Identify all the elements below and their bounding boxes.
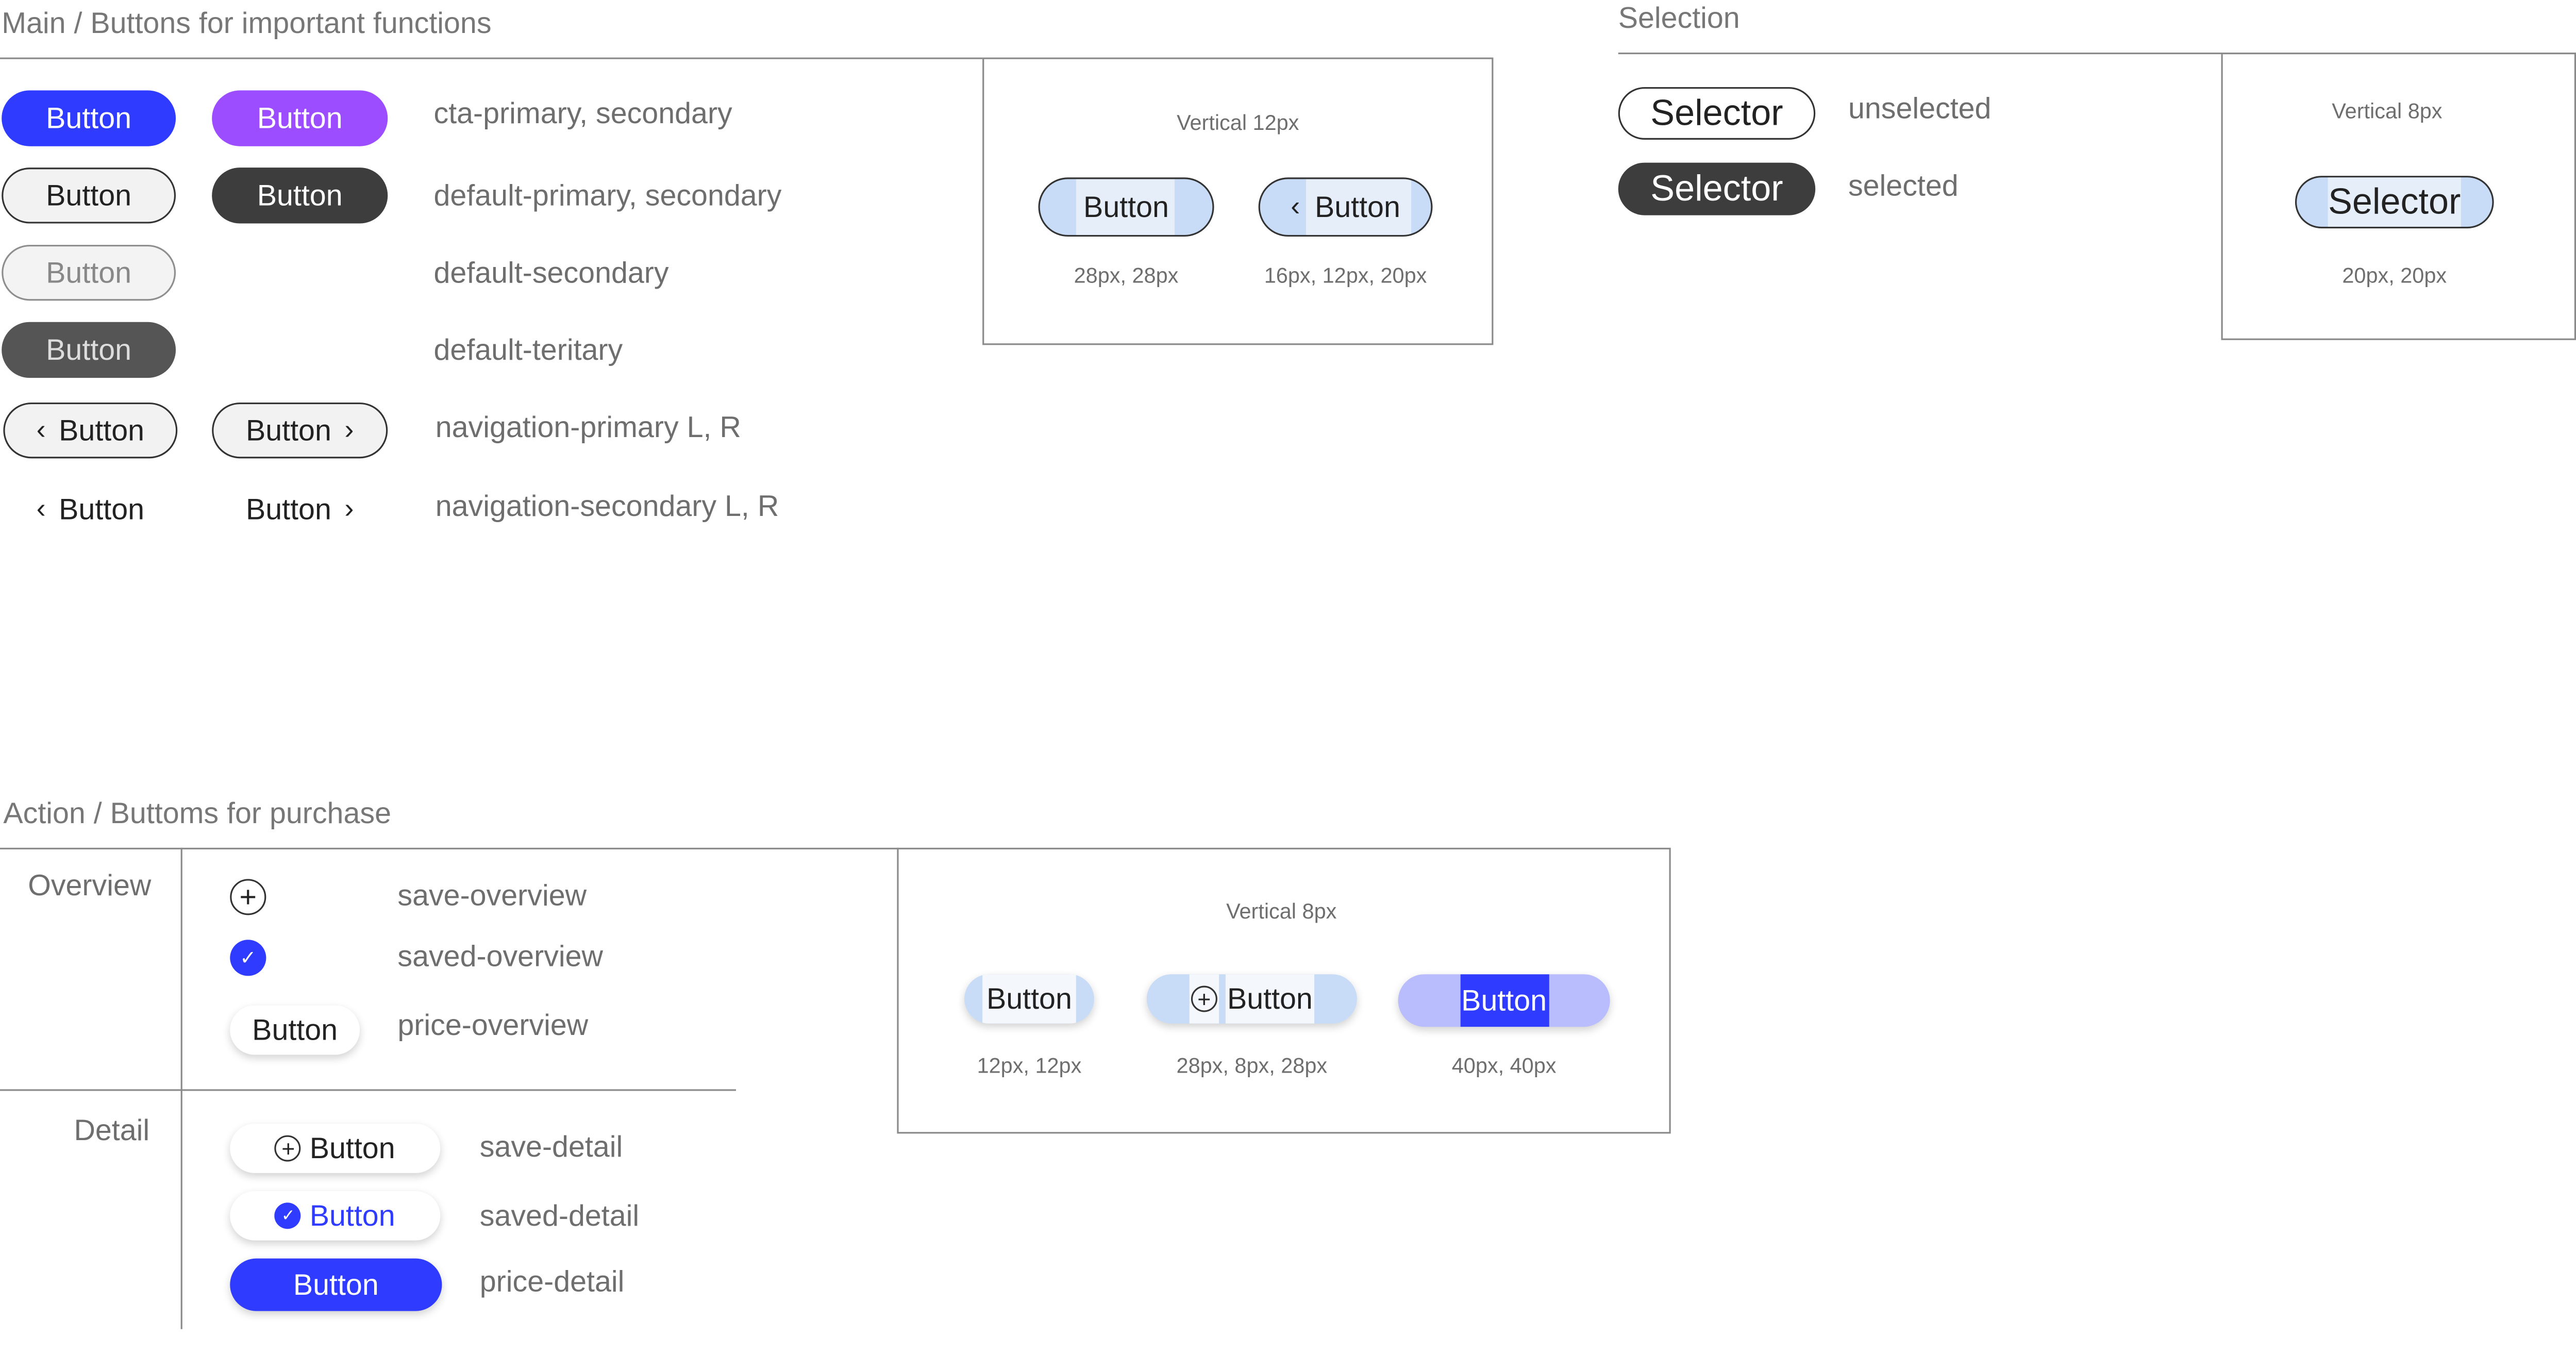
divider: [1618, 53, 2576, 55]
price-detail-button[interactable]: Button: [230, 1258, 442, 1311]
row-label: unselected: [1848, 92, 1992, 125]
button-label: Selector: [2328, 180, 2461, 222]
main-spacing-spec-panel: Vertical 12px Button ‹ Button 28px, 28px…: [982, 57, 1494, 345]
cta-primary-button[interactable]: Button: [2, 90, 176, 146]
spec-caption: 28px, 8px, 28px: [1176, 1053, 1328, 1078]
button-label: Button: [59, 492, 145, 525]
spec-heading: Vertical 12px: [1177, 110, 1299, 135]
main-section-title: Main / Buttons for important functions: [2, 6, 492, 40]
check-circle-icon[interactable]: ✓: [230, 940, 266, 976]
action-section-title: Action / Buttoms for purchase: [3, 796, 391, 830]
button-label: Button: [245, 492, 331, 525]
default-primary-button[interactable]: Button: [2, 168, 176, 224]
default-secondary-button[interactable]: Button: [2, 244, 176, 301]
row-divider: [0, 1089, 736, 1091]
row-label: price-detail: [479, 1265, 625, 1298]
navigation-primary-right-button[interactable]: Button ›: [212, 402, 388, 459]
button-label: Button: [1227, 981, 1313, 1015]
plus-circle-icon[interactable]: +: [230, 879, 266, 915]
spec-caption: 12px, 12px: [977, 1053, 1082, 1078]
plus-circle-icon: +: [1191, 985, 1217, 1012]
plus-circle-icon: +: [275, 1135, 302, 1162]
selection-spacing-spec-panel: Vertical 8px Selector 20px, 20px: [2221, 53, 2576, 340]
chevron-right-icon: ›: [344, 493, 354, 524]
row-label: saved-detail: [479, 1199, 640, 1232]
spacing-demo-selector: Selector: [2295, 176, 2494, 229]
row-label: save-detail: [479, 1130, 623, 1163]
spacing-demo-nav-button: ‹ Button: [1258, 177, 1433, 237]
spec-caption: 16px, 12px, 20px: [1264, 263, 1427, 288]
row-label: price-overview: [397, 1009, 589, 1042]
spacing-demo-button: Button: [1038, 177, 1214, 237]
button-label: Button: [309, 1198, 395, 1232]
spacing-demo-price-detail: Button: [1398, 974, 1610, 1027]
price-overview-button[interactable]: Button: [230, 1005, 360, 1055]
detail-header: Detail: [74, 1114, 150, 1147]
spec-caption: 40px, 40px: [1451, 1053, 1557, 1078]
row-label: save-overview: [397, 879, 587, 912]
default-secondary-dark-button[interactable]: Button: [212, 168, 388, 224]
content-area: [1306, 179, 1412, 235]
content-area: [982, 974, 1076, 1024]
button-label: Button: [986, 981, 1072, 1015]
saved-detail-button[interactable]: ✓ Button: [230, 1191, 441, 1241]
overview-header: Overview: [28, 869, 152, 902]
content-area: [1225, 974, 1314, 1024]
spec-caption: 20px, 20px: [2342, 263, 2447, 288]
navigation-primary-left-button[interactable]: ‹ Button: [3, 402, 178, 459]
row-label: default-teritary: [433, 333, 623, 366]
content-area: [1460, 974, 1549, 1027]
button-label: Button: [309, 1131, 395, 1164]
chevron-left-icon: ‹: [36, 493, 46, 524]
row-label: cta-primary, secondary: [433, 97, 732, 130]
cta-secondary-button[interactable]: Button: [212, 90, 388, 146]
spacing-demo-price-overview: Button: [964, 974, 1094, 1024]
chevron-left-icon: ‹: [1291, 190, 1300, 222]
spec-heading: Vertical 8px: [1226, 898, 1337, 924]
content-area: [1076, 179, 1175, 235]
navigation-secondary-left-button[interactable]: ‹ Button: [3, 481, 177, 537]
check-circle-icon: ✓: [275, 1202, 302, 1229]
divider: [0, 57, 983, 59]
default-tertiary-button[interactable]: Button: [2, 322, 176, 378]
chevron-left-icon: ‹: [36, 414, 46, 445]
button-label: Button: [1083, 190, 1169, 223]
row-label: navigation-secondary L, R: [435, 489, 779, 523]
column-divider: [180, 847, 182, 1329]
chevron-right-icon: ›: [344, 414, 354, 445]
navigation-secondary-right-button[interactable]: Button ›: [212, 481, 388, 537]
row-label: default-primary, secondary: [433, 179, 782, 212]
button-label: Button: [1314, 190, 1400, 223]
save-detail-button[interactable]: + Button: [230, 1124, 441, 1173]
divider: [0, 847, 899, 849]
button-label: Button: [59, 413, 145, 446]
selection-section-title: Selection: [1618, 2, 1740, 35]
content-area: [2328, 177, 2461, 227]
row-label: saved-overview: [397, 940, 604, 973]
spec-heading: Vertical 8px: [2332, 98, 2443, 124]
row-label: selected: [1848, 169, 1959, 203]
button-label: Button: [245, 413, 331, 446]
selector-selected[interactable]: Selector: [1618, 162, 1816, 215]
row-label: navigation-primary L, R: [435, 410, 741, 444]
button-label: Button: [1461, 983, 1547, 1016]
action-spacing-spec-panel: Vertical 8px Button + Button Button 12px…: [897, 847, 1671, 1134]
selector-unselected[interactable]: Selector: [1618, 87, 1816, 140]
row-label: default-secondary: [433, 256, 669, 289]
spacing-demo-save-detail: + Button: [1146, 974, 1357, 1024]
spec-caption: 28px, 28px: [1074, 263, 1179, 288]
